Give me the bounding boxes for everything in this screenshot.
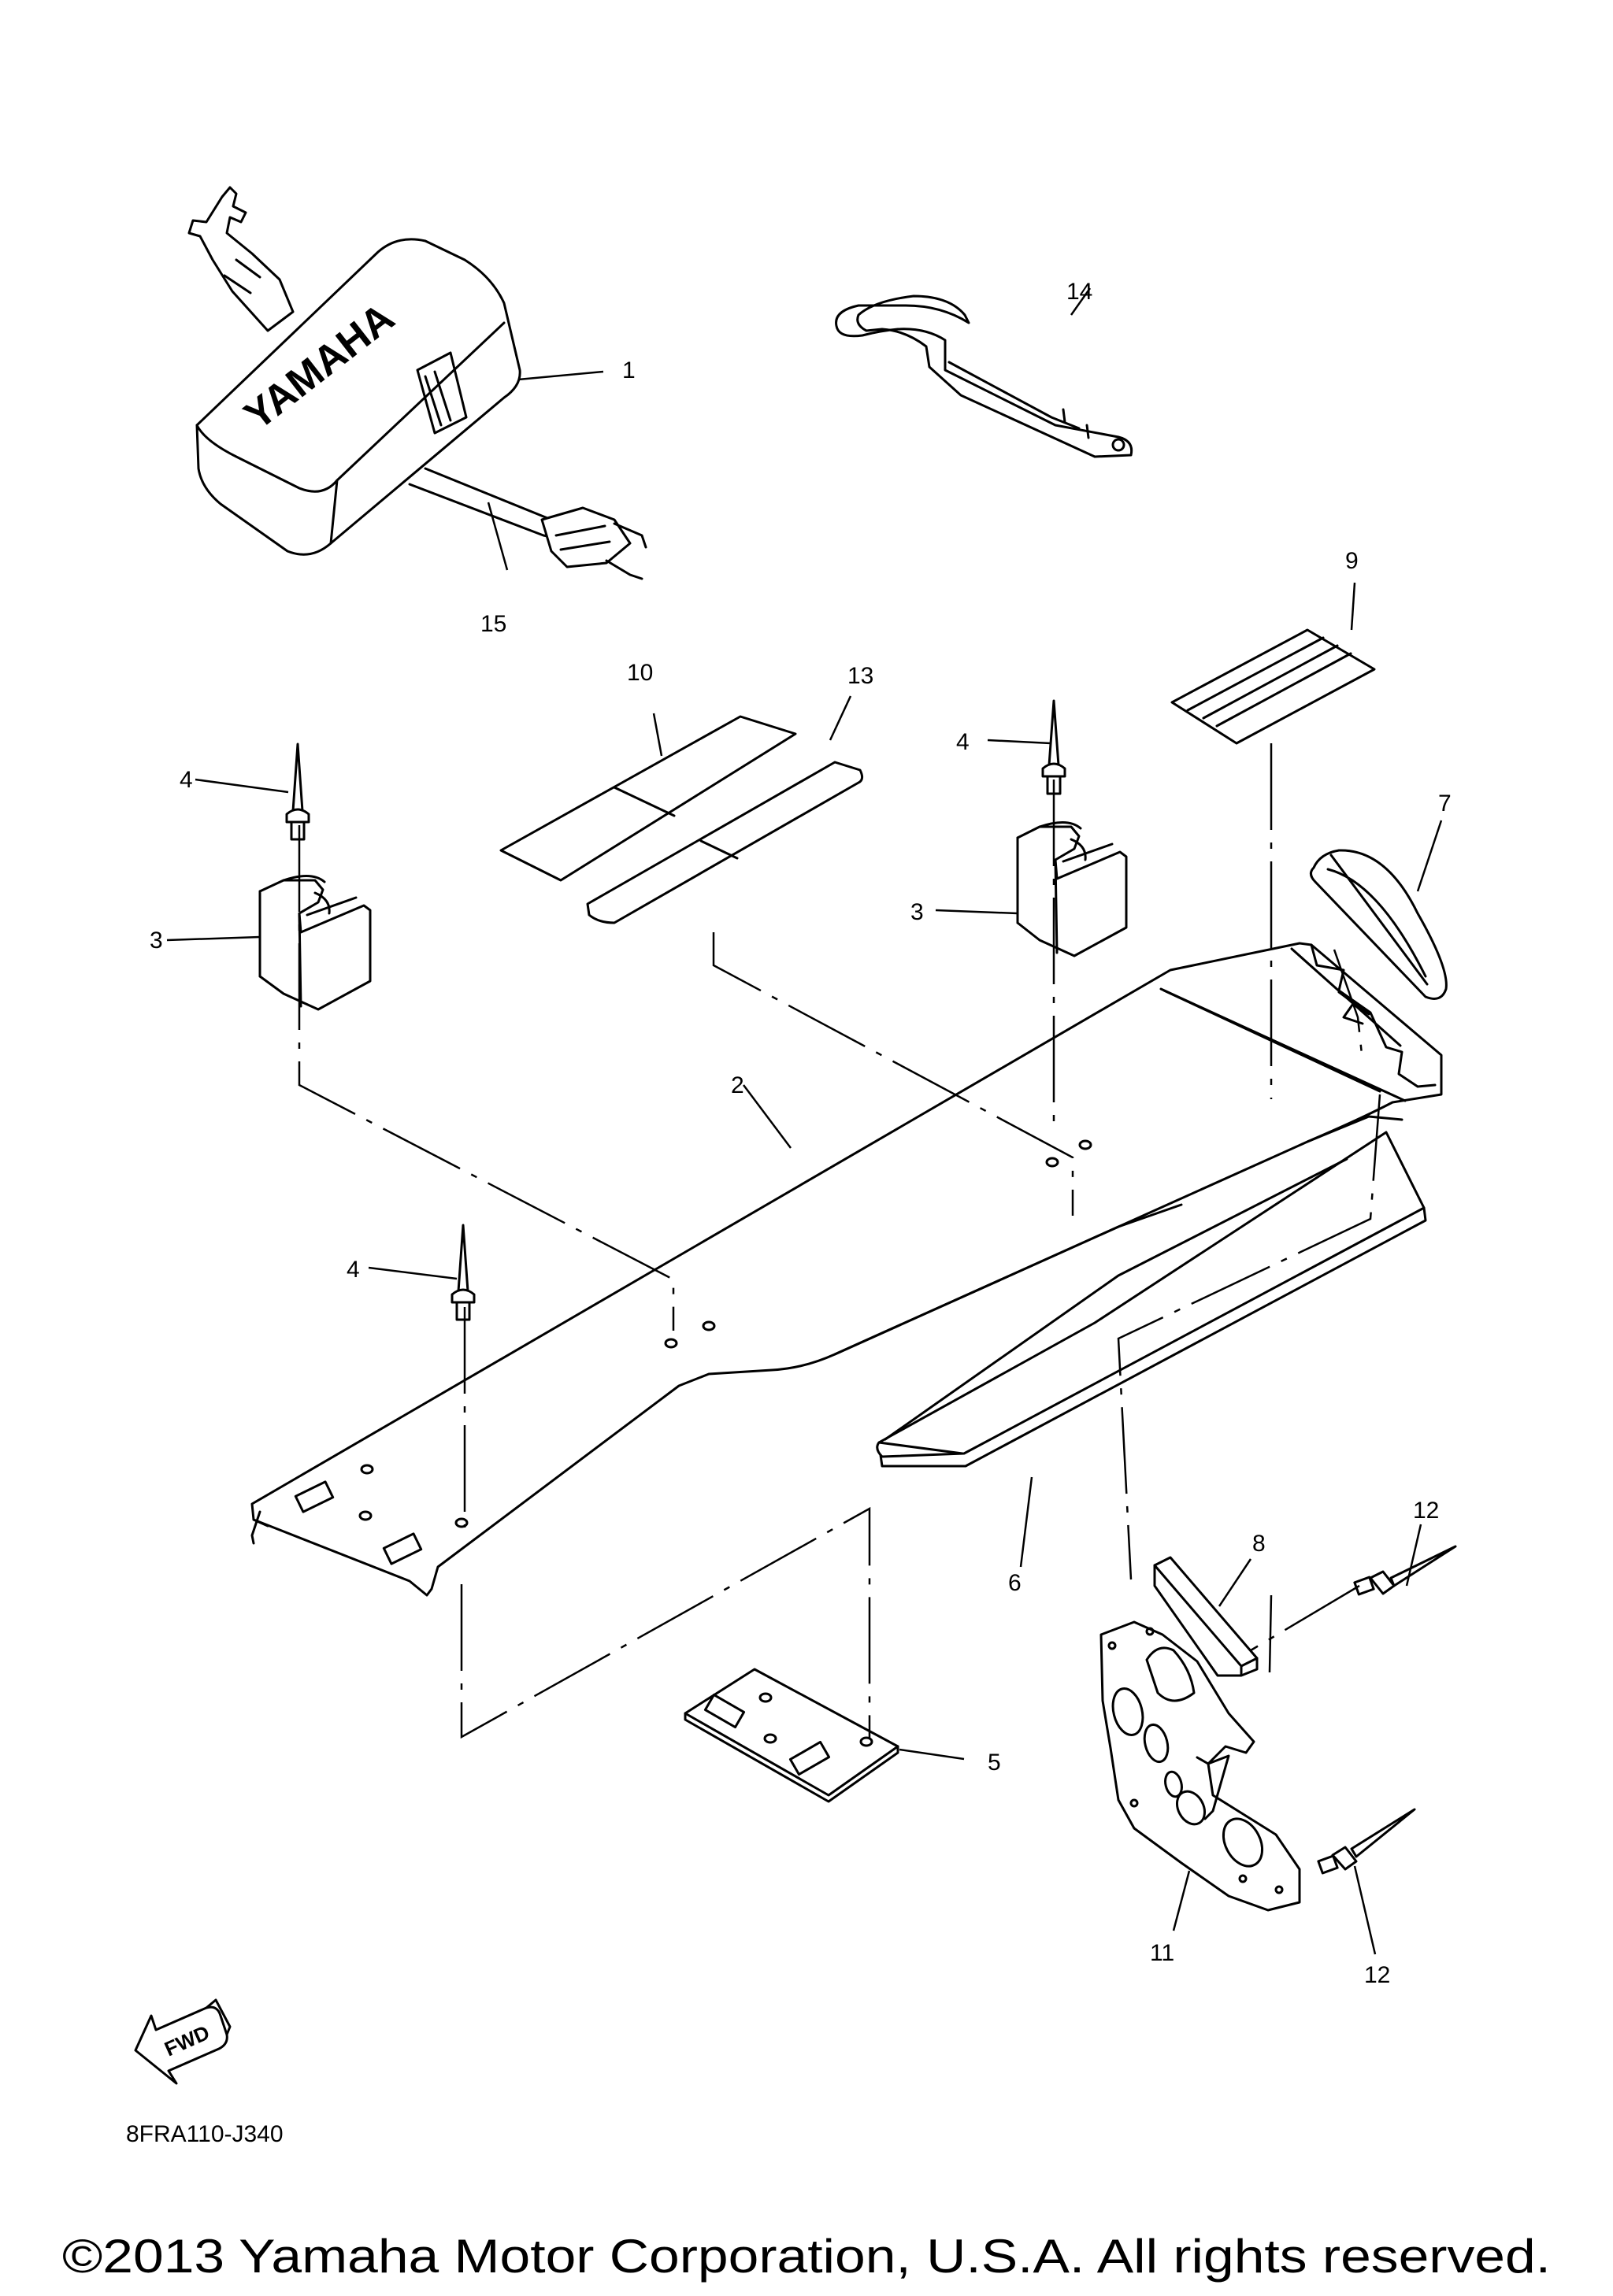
callout-10: 10 bbox=[627, 660, 653, 686]
callout-3-left: 3 bbox=[150, 928, 163, 954]
callout-6: 6 bbox=[1008, 1570, 1022, 1596]
gauge-plate-part bbox=[1099, 1620, 1301, 1912]
callout-3-right: 3 bbox=[910, 899, 924, 925]
pad-part bbox=[1170, 628, 1376, 745]
rivet-part-a bbox=[285, 742, 310, 841]
callout-4-left: 4 bbox=[180, 767, 193, 793]
rivet-part-c bbox=[451, 1224, 476, 1321]
callout-numbers: 1 15 14 9 10 13 4 4 7 3 3 2 4 6 8 12 5 1… bbox=[150, 279, 1452, 1988]
screw-part-upper bbox=[1353, 1545, 1457, 1596]
bracket-part-left bbox=[258, 875, 372, 1011]
callout-9: 9 bbox=[1345, 548, 1359, 574]
drawing-code: 8FRA110-J340 bbox=[126, 2121, 284, 2147]
clip-part bbox=[1310, 849, 1448, 1000]
callout-5: 5 bbox=[988, 1750, 1001, 1776]
callout-2: 2 bbox=[731, 1072, 744, 1098]
leader-lines bbox=[166, 287, 1443, 1955]
fwd-arrow-icon: FWD bbox=[134, 1998, 232, 2085]
screw-part-lower bbox=[1317, 1808, 1416, 1875]
block-part bbox=[1153, 1556, 1259, 1677]
copyright-notice: ©2013 Yamaha Motor Corporation, U.S.A. A… bbox=[62, 2230, 1551, 2283]
base-plate-part bbox=[250, 942, 1443, 1597]
callout-8: 8 bbox=[1252, 1531, 1266, 1557]
storage-bag-part: YAMAHA bbox=[187, 186, 647, 580]
callout-12-upper: 12 bbox=[1413, 1498, 1439, 1524]
label-parts bbox=[499, 715, 864, 924]
callout-4-lower: 4 bbox=[347, 1257, 360, 1283]
callout-4-right: 4 bbox=[956, 729, 970, 755]
assembly-lines bbox=[298, 743, 1381, 1739]
callout-1: 1 bbox=[622, 357, 636, 383]
callout-11: 11 bbox=[1150, 1940, 1174, 1966]
small-plate-part bbox=[684, 1668, 899, 1803]
callout-14: 14 bbox=[1066, 279, 1092, 305]
callout-7: 7 bbox=[1438, 791, 1452, 817]
callout-12-lower: 12 bbox=[1364, 1962, 1390, 1988]
strip-part bbox=[876, 1131, 1427, 1468]
bracket-part-right bbox=[1016, 821, 1128, 957]
callout-15: 15 bbox=[480, 611, 506, 637]
callout-13: 13 bbox=[847, 663, 873, 689]
wrench-part bbox=[835, 294, 1133, 458]
